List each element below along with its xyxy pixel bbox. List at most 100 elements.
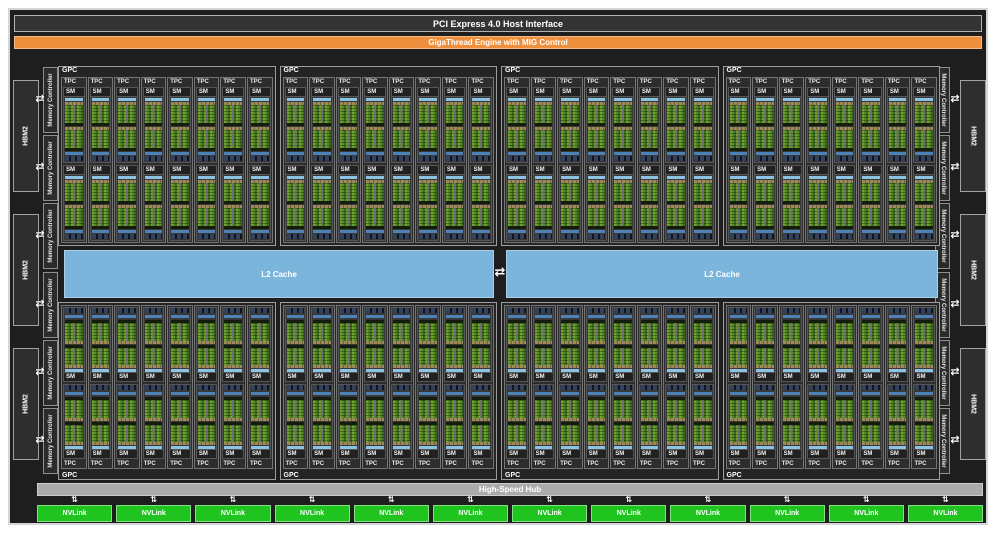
core-grid-footer xyxy=(561,320,579,323)
sm-label: SM xyxy=(666,166,686,175)
sm-tex-unit-row xyxy=(419,308,437,313)
core-grid-footer xyxy=(65,344,83,348)
sm-l1-cache-bar xyxy=(197,392,216,395)
core-grid-footer xyxy=(888,421,907,425)
sm-instruction-cache-bar xyxy=(809,98,827,101)
sm-instruction-cache-bar xyxy=(313,446,331,449)
sm-block: SM xyxy=(559,165,581,241)
core-grid xyxy=(419,424,437,442)
core-grid xyxy=(534,400,553,418)
sm-l1-cache-bar xyxy=(915,230,933,233)
core-grid-footer xyxy=(171,397,189,400)
sm-l1-cache-bar xyxy=(782,230,801,233)
sm-block: SM xyxy=(89,87,112,163)
sm-instruction-cache-bar xyxy=(250,369,269,372)
sm-tex-unit-row xyxy=(286,308,305,313)
sm-processing-block xyxy=(65,102,83,126)
sm-l1-cache-bar xyxy=(729,230,748,233)
sm-l1-cache-bar xyxy=(835,230,854,233)
sm-l1-cache-bar xyxy=(224,230,242,233)
core-grid xyxy=(144,424,163,442)
sm-instruction-cache-bar xyxy=(809,369,827,372)
sm-label: SM xyxy=(887,166,908,175)
sm-block: SM xyxy=(506,165,528,241)
sm-processing-block xyxy=(472,102,490,126)
warp-scheduler-bar xyxy=(862,442,880,445)
core-grid xyxy=(508,183,526,201)
tpc-label: TPC xyxy=(223,461,236,467)
sm-label: SM xyxy=(285,166,306,175)
sm-l1-cache-bar xyxy=(693,152,712,155)
core-grid xyxy=(445,130,464,148)
sm-label: SM xyxy=(613,166,633,175)
sm-l1-cache-bar xyxy=(809,230,827,233)
sm-instruction-cache-bar xyxy=(614,98,632,101)
warp-scheduler-bar xyxy=(587,417,606,421)
sm-block: SM xyxy=(470,384,492,459)
tpc-label: TPC xyxy=(728,461,741,467)
sm-instruction-cache-bar xyxy=(197,369,216,372)
warp-scheduler-bar xyxy=(472,417,490,421)
sm-processing-block xyxy=(561,205,579,229)
sm-processing-block xyxy=(197,344,216,368)
core-grid-footer xyxy=(729,226,748,229)
sm-block: SM xyxy=(142,384,165,459)
warp-scheduler-bar xyxy=(286,365,305,368)
sm-processing-block xyxy=(118,127,136,151)
sm-tex-unit-row xyxy=(118,156,136,161)
tpc-label: TPC xyxy=(507,461,519,467)
sm-block: SM xyxy=(754,87,776,163)
sm-processing-block xyxy=(171,320,189,344)
sm-l1-cache-bar xyxy=(614,315,632,318)
core-grid xyxy=(286,424,305,442)
sm-processing-block xyxy=(614,180,632,204)
core-grid xyxy=(286,105,305,123)
sm-label: SM xyxy=(418,88,438,97)
sm-instruction-cache-bar xyxy=(224,446,242,449)
hbm2-label: HBM2 xyxy=(22,394,30,414)
sm-label: SM xyxy=(249,166,270,175)
core-grid xyxy=(640,400,659,418)
sm-tex-unit-row xyxy=(197,308,216,313)
sm-tex-unit-row xyxy=(313,156,331,161)
sm-l1-cache-bar xyxy=(118,392,136,395)
core-grid xyxy=(534,130,553,148)
warp-scheduler-bar xyxy=(782,205,801,208)
core-grid-footer xyxy=(693,201,712,204)
core-grid xyxy=(313,400,331,418)
core-grid xyxy=(561,424,579,442)
core-grid-footer xyxy=(667,344,685,348)
sm-instruction-cache-bar xyxy=(65,176,83,179)
warp-scheduler-bar xyxy=(472,442,490,445)
core-grid-footer xyxy=(587,320,606,323)
core-grid xyxy=(729,130,748,148)
nvlink-updown-arrow-icon: ⇅ xyxy=(862,495,870,504)
core-grid-footer xyxy=(118,320,136,323)
memory-link-arrow-icon: ⇄ xyxy=(950,160,960,174)
core-grid xyxy=(862,208,880,226)
core-grid xyxy=(640,105,659,123)
sm-tex-unit-row xyxy=(693,156,712,161)
warp-scheduler-bar xyxy=(339,180,358,183)
sm-processing-block xyxy=(756,127,774,151)
sm-instruction-cache-bar xyxy=(197,176,216,179)
sm-processing-block xyxy=(835,421,854,445)
sm-processing-block xyxy=(888,127,907,151)
sm-label: SM xyxy=(223,372,243,381)
warp-scheduler-bar xyxy=(756,417,774,421)
sm-processing-block xyxy=(313,397,331,421)
warp-scheduler-bar xyxy=(419,205,437,208)
sm-tex-unit-row xyxy=(445,156,464,161)
core-grid xyxy=(366,208,384,226)
core-grid-footer xyxy=(224,226,242,229)
warp-scheduler-bar xyxy=(197,102,216,105)
core-grid-footer xyxy=(667,148,685,151)
core-grid-footer xyxy=(508,123,526,126)
core-grid xyxy=(508,323,526,341)
